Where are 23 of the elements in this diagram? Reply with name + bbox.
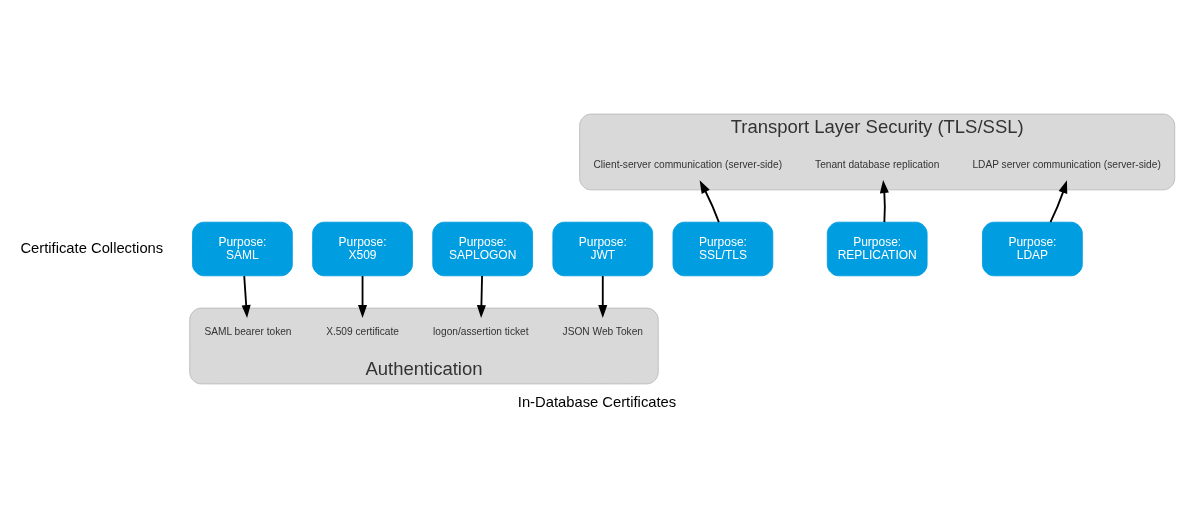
arrow	[699, 180, 720, 224]
node-text: SAML bearer token	[204, 325, 292, 337]
node-box: Purpose: SAML	[192, 221, 293, 277]
node-text: LDAP server communication (server-side)	[972, 159, 1161, 171]
node-box: Purpose: SAPLOGON	[432, 221, 533, 277]
node-text: JSON Web Token	[562, 325, 643, 337]
node-text: X.509 certificate	[326, 325, 399, 337]
node-box: Purpose: JWT	[552, 221, 654, 277]
arrow	[476, 275, 486, 319]
arrow	[1049, 180, 1068, 224]
caption: In-Database Certificates	[517, 393, 677, 410]
arrow	[358, 275, 368, 319]
node-box: Purpose: LDAP	[982, 221, 1083, 277]
node-box: Purpose: X509	[312, 221, 413, 277]
node-text: logon/assertion ticket	[433, 325, 529, 337]
arrow	[598, 275, 608, 319]
node-text: Client-server communication (server-side)	[593, 159, 783, 171]
node-box: Purpose: REPLICATION	[826, 221, 928, 277]
arrow	[879, 180, 889, 224]
node-box: Purpose: SSL/TLS	[672, 221, 774, 277]
label: Certificate Collections	[20, 239, 164, 256]
node-text: Tenant database replication	[815, 159, 940, 171]
arrow	[241, 275, 251, 319]
